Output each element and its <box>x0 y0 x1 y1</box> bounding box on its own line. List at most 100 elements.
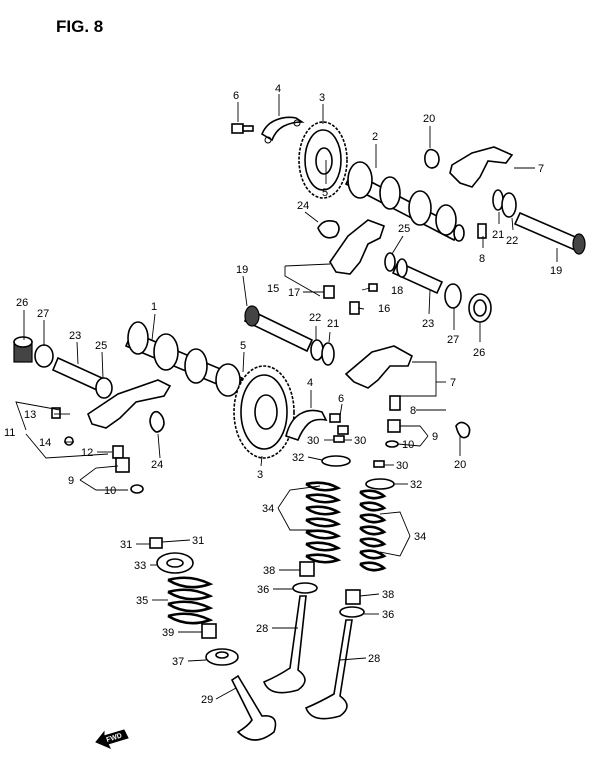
callout-19: 19 <box>236 264 248 276</box>
spring-34-right-inner <box>359 489 387 572</box>
rocker-shaft-19-middle <box>243 305 314 353</box>
adjust-screw-17 <box>323 285 335 299</box>
upper-camshaft-assembly <box>231 116 586 448</box>
seat-36-left <box>292 582 318 594</box>
adjust-screw-12 <box>112 445 124 459</box>
rocker-arm-11 <box>87 379 172 429</box>
callout-3: 3 <box>319 92 325 104</box>
adjust-screw-16 <box>349 301 360 315</box>
figure-title: FIG. 8 <box>56 17 103 36</box>
callout-6: 6 <box>233 90 239 102</box>
callout-30: 30 <box>307 435 319 447</box>
washer-25-lower <box>95 377 113 399</box>
retainer-33 <box>156 552 194 574</box>
callout-21: 21 <box>492 229 504 241</box>
callout-8: 8 <box>479 253 485 265</box>
callout-34: 34 <box>262 503 274 515</box>
washer-22-upper <box>501 192 517 218</box>
spring-34-right-outer <box>305 481 342 564</box>
callout-32: 32 <box>292 452 304 464</box>
collet-31 <box>149 537 163 549</box>
adjust-screw-13 <box>51 407 61 419</box>
camshaft-1 <box>124 321 244 397</box>
callout-18: 18 <box>391 285 403 297</box>
callout-25: 25 <box>398 223 410 235</box>
bolt-6-upper <box>231 123 254 134</box>
lock-plate-4-lower <box>285 409 328 441</box>
left-valve-train <box>149 537 277 741</box>
seal-38-left <box>299 561 315 577</box>
collet-30-c <box>373 460 385 468</box>
seat-37 <box>205 648 239 666</box>
callout-26: 26 <box>473 347 485 359</box>
callout-12: 12 <box>81 447 93 459</box>
washer-25-upper <box>384 252 396 272</box>
callout-24: 24 <box>151 459 163 471</box>
adjust-screw-8-upper <box>477 223 487 239</box>
callout-37: 37 <box>172 656 184 668</box>
o-ring-20-upper <box>424 148 440 169</box>
washer-27-upper <box>444 283 462 309</box>
callout-19: 19 <box>550 265 562 277</box>
lower-camshaft-assembly <box>13 321 349 494</box>
camshaft-2 <box>344 161 465 242</box>
callout-35: 35 <box>136 595 148 607</box>
callout-29: 29 <box>201 694 213 706</box>
lock-nut-14 <box>64 436 74 446</box>
callout-22: 22 <box>309 312 321 324</box>
rocker-shaft-19-upper <box>513 211 586 255</box>
spring-35 <box>167 576 214 625</box>
rocker-arm-15 <box>329 219 386 275</box>
callout-25: 25 <box>95 340 107 352</box>
callout-34: 34 <box>414 531 426 543</box>
cap-26-upper <box>468 293 492 323</box>
callout-30: 30 <box>396 460 408 472</box>
callout-6: 6 <box>338 393 344 405</box>
callout-4: 4 <box>307 377 313 389</box>
o-ring-24-lower <box>149 410 165 433</box>
callout-3: 3 <box>257 469 263 481</box>
callout-14: 14 <box>39 437 51 449</box>
callout-20: 20 <box>454 459 466 471</box>
nut-10-upper <box>130 484 144 494</box>
seal-39 <box>201 623 217 639</box>
retainer-32-upper <box>321 455 351 467</box>
callout-30: 30 <box>354 435 366 447</box>
lock-nut-18 <box>368 283 378 292</box>
callout-26: 26 <box>16 297 28 309</box>
callout-27: 27 <box>37 308 49 320</box>
lock-plate-4-upper <box>261 116 305 142</box>
washer-21-middle <box>321 342 335 366</box>
callout-22: 22 <box>506 235 518 247</box>
o-ring-24-upper <box>317 220 340 239</box>
callout-32: 32 <box>410 479 422 491</box>
fwd-label: FWD <box>106 732 123 744</box>
callout-21: 21 <box>327 318 339 330</box>
callout-23: 23 <box>422 318 434 330</box>
callout-23: 23 <box>69 330 81 342</box>
callout-20: 20 <box>423 113 435 125</box>
callout-labels: 6 4 3 5 2 20 7 24 21 22 8 19 25 18 19 15… <box>4 83 562 706</box>
right-valve-train <box>262 455 395 720</box>
callout-28: 28 <box>368 653 380 665</box>
callout-5: 5 <box>240 340 246 352</box>
callout-10: 10 <box>104 485 116 497</box>
callout-13: 13 <box>24 409 36 421</box>
callout-28: 28 <box>256 623 268 635</box>
callout-5: 5 <box>322 187 328 199</box>
washer-27-lower <box>34 344 54 368</box>
callout-33: 33 <box>134 560 146 572</box>
rocker-arm-7-lower <box>344 345 414 389</box>
retainer-32-lower <box>365 478 395 490</box>
screw-9-lower <box>387 419 401 433</box>
callout-38: 38 <box>382 589 394 601</box>
callout-9: 9 <box>68 475 74 487</box>
screw-9-upper <box>115 457 130 473</box>
washer-22-middle <box>310 339 324 361</box>
callout-38: 38 <box>263 565 275 577</box>
o-ring-20-lower <box>455 421 471 439</box>
valve-28-right <box>304 619 353 720</box>
callout-36: 36 <box>382 609 394 621</box>
callout-8: 8 <box>410 405 416 417</box>
